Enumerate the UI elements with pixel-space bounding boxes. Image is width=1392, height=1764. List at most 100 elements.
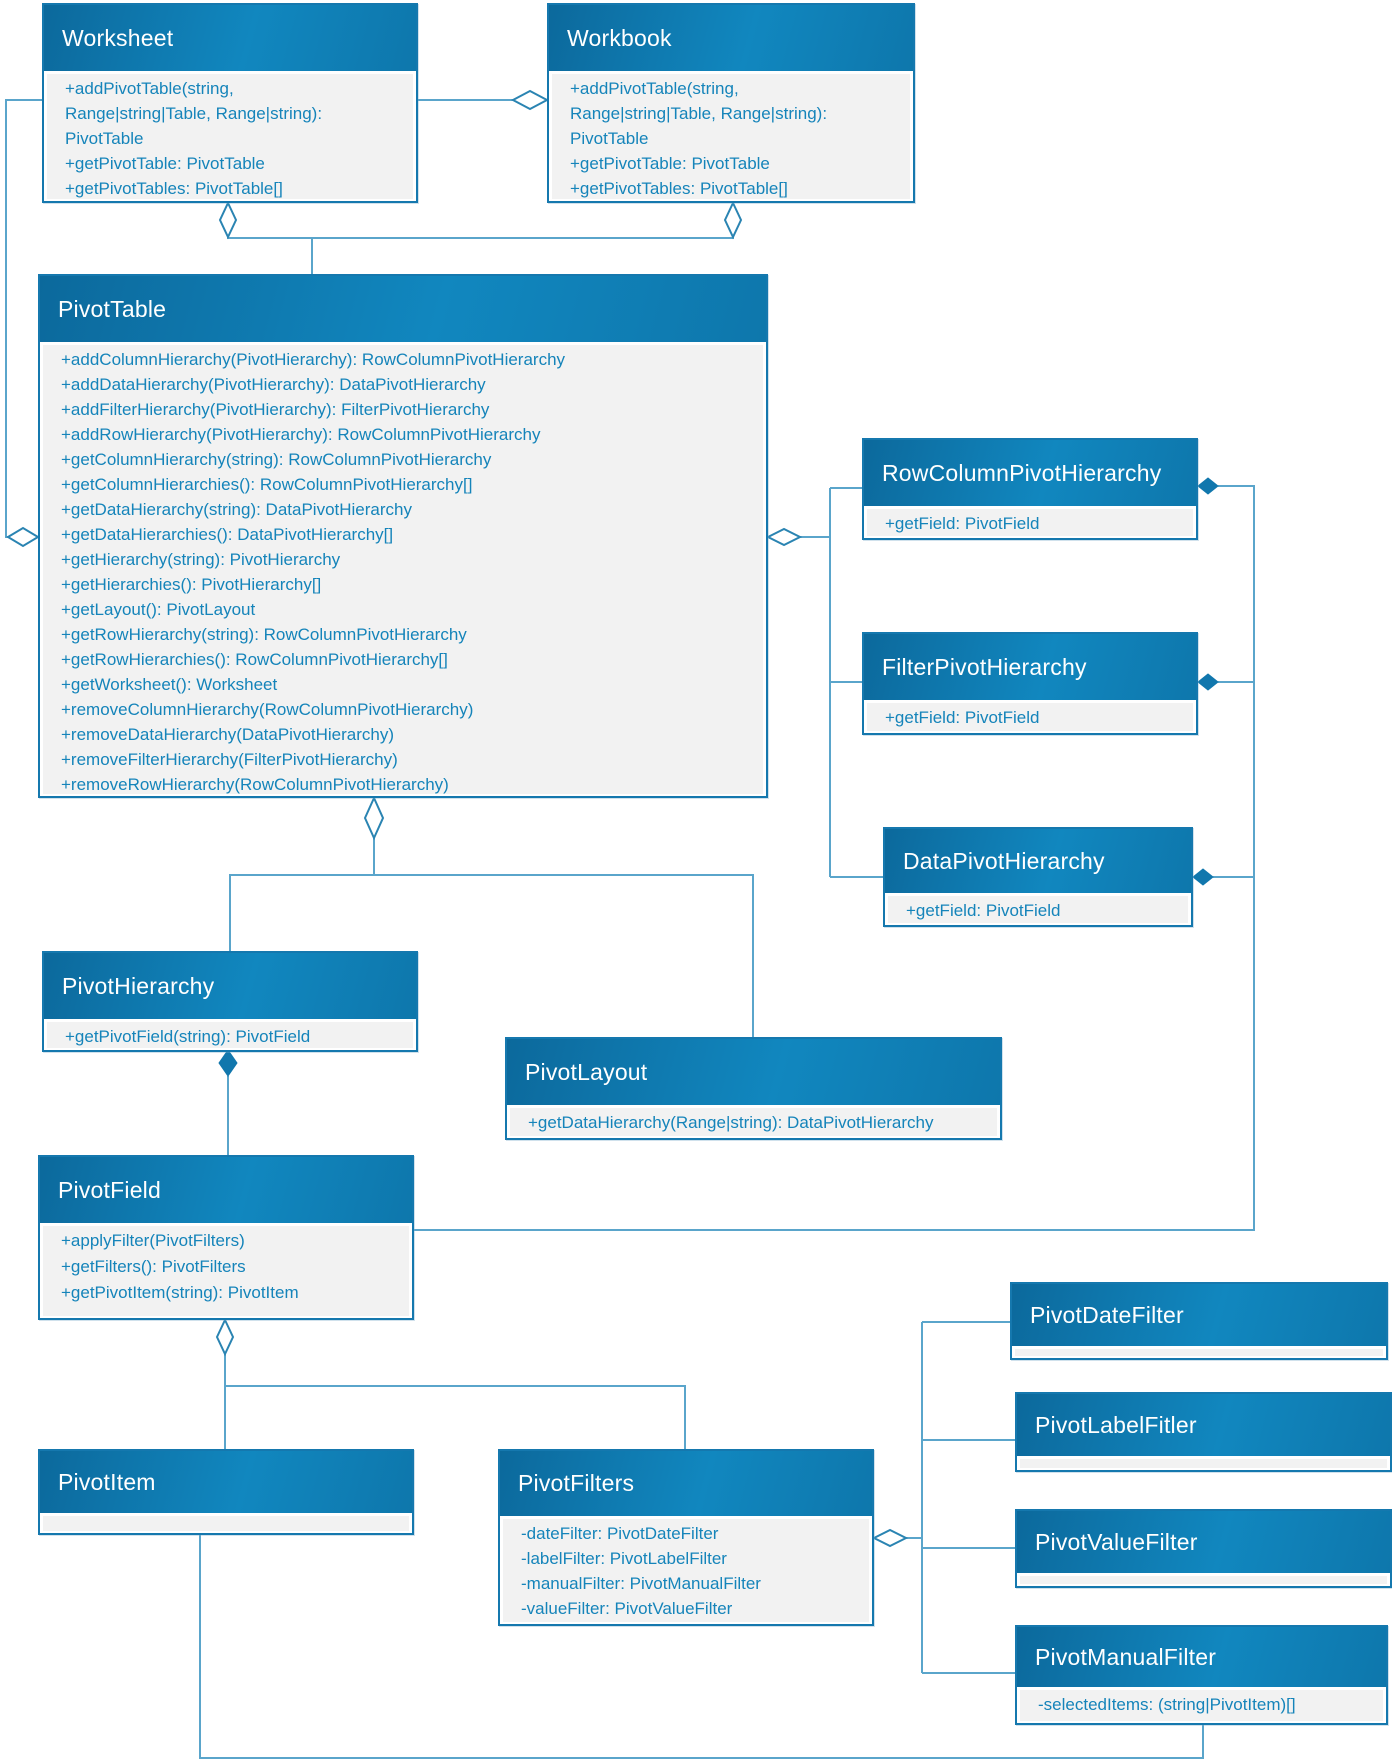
- composition-diamond-icon: [1197, 673, 1219, 691]
- member-line: -dateFilter: PivotDateFilter: [521, 1524, 719, 1543]
- member-line: Range|string|Table, Range|string):: [65, 104, 323, 123]
- class-title: RowColumnPivotHierarchy: [864, 440, 1196, 506]
- class-members: +addPivotTable(string, Range|string|Table…: [47, 74, 413, 199]
- class-pivotfield[interactable]: PivotField +applyFilter(PivotFilters) +ge…: [38, 1155, 414, 1320]
- edge-pivottable-hierarchy-layout: [229, 838, 754, 1037]
- member-line: +removeFilterHierarchy(FilterPivotHierar…: [61, 750, 398, 769]
- composition-diamond-icon: [218, 1049, 238, 1077]
- member-line: +addFilterHierarchy(PivotHierarchy): Fil…: [61, 400, 490, 419]
- aggregation-diamond-icon: [215, 1317, 235, 1357]
- composition-diamond-icon: [1192, 868, 1214, 886]
- member-line: PivotTable: [65, 129, 144, 148]
- member-line: +addDataHierarchy(PivotHierarchy): DataP…: [61, 375, 486, 394]
- class-members: +getField: PivotField: [888, 896, 1188, 923]
- edge-sheets-pivottable: [227, 236, 734, 274]
- class-title: PivotLayout: [507, 1039, 1000, 1105]
- class-pivotfilters[interactable]: PivotFilters -dateFilter: PivotDateFilte…: [498, 1449, 874, 1626]
- class-title: Worksheet: [44, 5, 416, 71]
- member-line: +getHierarchy(string): PivotHierarchy: [61, 550, 341, 569]
- class-title: PivotHierarchy: [44, 953, 416, 1019]
- member-line: +getPivotTables: PivotTable[]: [65, 179, 283, 198]
- class-pivotmanualfilter[interactable]: PivotManualFilter -selectedItems: (strin…: [1015, 1625, 1388, 1725]
- class-datapivothierarchy[interactable]: DataPivotHierarchy +getField: PivotField: [883, 827, 1193, 927]
- class-pivotvaluefilter[interactable]: PivotValueFilter: [1015, 1509, 1392, 1588]
- class-title: PivotManualFilter: [1017, 1627, 1386, 1687]
- class-title: PivotTable: [40, 276, 766, 342]
- member-line: +getDataHierarchy(Range|string): DataPiv…: [528, 1113, 934, 1132]
- aggregation-diamond-icon: [363, 795, 385, 841]
- aggregation-diamond-icon: [723, 200, 743, 240]
- aggregation-diamond-icon: [6, 526, 40, 548]
- member-line: +getRowHierarchies(): RowColumnPivotHier…: [61, 650, 448, 669]
- class-members: +getField: PivotField: [867, 703, 1193, 731]
- class-pivothierarchy[interactable]: PivotHierarchy +getPivotField(string): P…: [42, 951, 418, 1052]
- member-line: +getColumnHierarchies(): RowColumnPivotH…: [61, 475, 473, 494]
- member-line: +getField: PivotField: [885, 514, 1040, 533]
- class-members: +getField: PivotField: [867, 509, 1193, 536]
- member-line: +addPivotTable(string,: [570, 79, 739, 98]
- class-title: Workbook: [549, 5, 913, 71]
- member-line: +getDataHierarchies(): DataPivotHierarch…: [61, 525, 394, 544]
- aggregation-diamond-icon: [765, 527, 803, 547]
- class-pivottable[interactable]: PivotTable +addColumnHierarchy(PivotHier…: [38, 274, 768, 798]
- edge-pivotfield-item-filters: [224, 1354, 686, 1449]
- member-line: +removeRowHierarchy(RowColumnPivotHierar…: [61, 775, 449, 794]
- class-title: PivotLabelFitler: [1017, 1394, 1390, 1456]
- class-title: FilterPivotHierarchy: [864, 634, 1196, 700]
- class-title: PivotItem: [40, 1451, 412, 1513]
- member-line: +getPivotTable: PivotTable: [65, 154, 265, 173]
- member-line: +getDataHierarchy(string): DataPivotHier…: [61, 500, 412, 519]
- aggregation-diamond-icon: [510, 89, 550, 111]
- member-line: +removeColumnHierarchy(RowColumnPivotHie…: [61, 700, 474, 719]
- class-pivotitem[interactable]: PivotItem: [38, 1449, 414, 1535]
- member-line: +addColumnHierarchy(PivotHierarchy): Row…: [61, 350, 566, 369]
- class-members: +addPivotTable(string,Range|string|Table…: [552, 74, 910, 199]
- member-line: +getLayout(): PivotLayout: [61, 600, 256, 619]
- class-title: DataPivotHierarchy: [885, 829, 1191, 893]
- class-rowcolumnpivothierarchy[interactable]: RowColumnPivotHierarchy +getField: Pivot…: [862, 438, 1198, 540]
- edge-pivotfilters-filterclasses: [906, 1321, 1015, 1674]
- class-members: [1020, 1576, 1387, 1584]
- class-pivotdatefilter[interactable]: PivotDateFilter: [1010, 1282, 1388, 1360]
- class-members: -dateFilter: PivotDateFilter -labelFilter…: [503, 1519, 869, 1622]
- member-line: +getPivotField(string): PivotField: [65, 1027, 311, 1046]
- member-line: +getPivotTables: PivotTable[]: [570, 179, 788, 198]
- class-members: +getDataHierarchy(Range|string): DataPiv…: [510, 1108, 997, 1136]
- edge-worksheet-pivottable-left: [5, 99, 42, 538]
- member-line: PivotTable: [570, 129, 649, 148]
- member-line: +getFilters(): PivotFilters: [61, 1257, 246, 1276]
- member-line: +getColumnHierarchy(string): RowColumnPi…: [61, 450, 492, 469]
- class-title: PivotDateFilter: [1012, 1284, 1386, 1346]
- class-filterpivothierarchy[interactable]: FilterPivotHierarchy +getField: PivotFie…: [862, 632, 1198, 735]
- class-members: [43, 1516, 409, 1531]
- member-line: +getPivotItem(string): PivotItem: [61, 1283, 299, 1302]
- composition-diamond-icon: [1197, 477, 1219, 495]
- member-line: +getField: PivotField: [885, 708, 1040, 727]
- class-workbook[interactable]: Workbook +addPivotTable(string,Range|str…: [547, 3, 915, 203]
- class-pivotlabelfitler[interactable]: PivotLabelFitler: [1015, 1392, 1392, 1472]
- class-worksheet[interactable]: Worksheet +addPivotTable(string, Range|st…: [42, 3, 418, 203]
- class-members: +applyFilter(PivotFilters) +getFilters():…: [43, 1226, 409, 1316]
- member-line: -manualFilter: PivotManualFilter: [521, 1574, 761, 1593]
- class-members: [1020, 1459, 1387, 1468]
- member-line: +addPivotTable(string,: [65, 79, 234, 98]
- member-line: +applyFilter(PivotFilters): [61, 1231, 245, 1250]
- edge-pivottable-hierarchies: [800, 487, 883, 878]
- class-pivotlayout[interactable]: PivotLayout +getDataHierarchy(Range|stri…: [505, 1037, 1002, 1140]
- member-line: -valueFilter: PivotValueFilter: [521, 1599, 733, 1618]
- member-line: +getRowHierarchy(string): RowColumnPivot…: [61, 625, 467, 644]
- member-line: -labelFilter: PivotLabelFilter: [521, 1549, 727, 1568]
- class-members: -selectedItems: (string|PivotItem)[]: [1020, 1690, 1383, 1721]
- class-members: +getPivotField(string): PivotField: [47, 1022, 413, 1048]
- aggregation-diamond-icon: [871, 1528, 909, 1548]
- edge-pivotitem-manualfilter: [199, 1535, 1204, 1759]
- member-line: +getHierarchies(): PivotHierarchy[]: [61, 575, 322, 594]
- member-line: +addRowHierarchy(PivotHierarchy): RowCol…: [61, 425, 541, 444]
- member-line: +removeDataHierarchy(DataPivotHierarchy): [61, 725, 395, 744]
- member-line: +getField: PivotField: [906, 901, 1061, 920]
- member-line: +getWorksheet(): Worksheet: [61, 675, 278, 694]
- class-title: PivotFilters: [500, 1451, 872, 1516]
- class-title: PivotField: [40, 1157, 412, 1223]
- class-title: PivotValueFilter: [1017, 1511, 1390, 1573]
